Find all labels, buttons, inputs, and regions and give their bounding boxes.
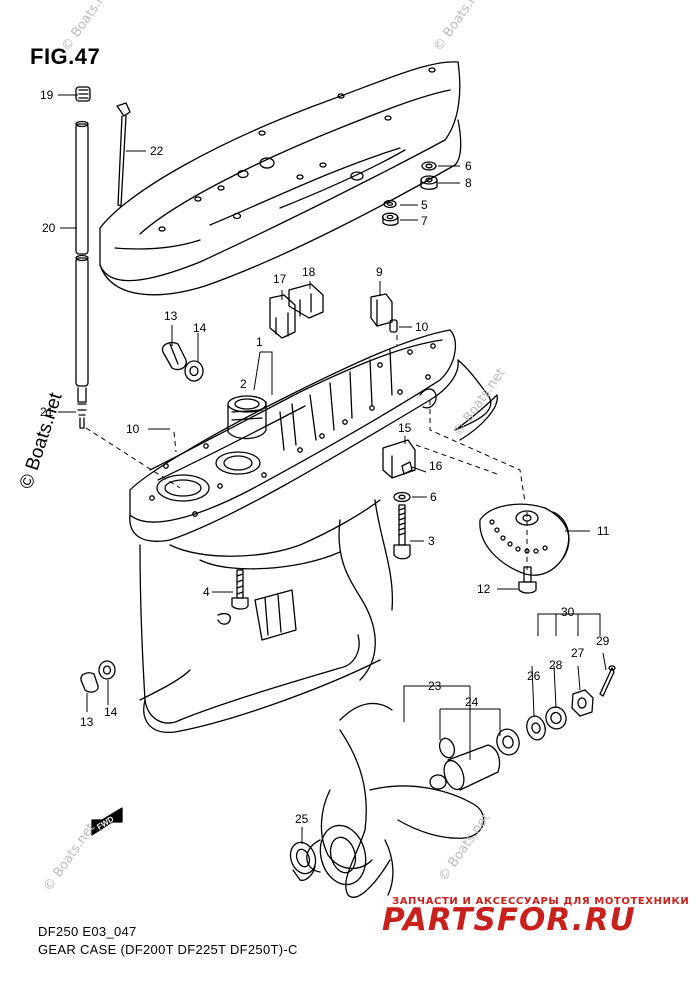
callout-6b: 6 xyxy=(430,490,437,504)
upper-cover xyxy=(99,61,462,296)
part-11-trim-tab xyxy=(479,503,570,576)
part-25-spacer xyxy=(289,841,317,881)
part-16-screw xyxy=(401,461,413,475)
callout-10b: 10 xyxy=(126,422,140,436)
fwd-arrow xyxy=(91,807,123,836)
callout-27: 27 xyxy=(571,646,585,660)
callout-10a: 10 xyxy=(415,320,429,334)
part-27-nut xyxy=(571,689,594,717)
callout-6a: 6 xyxy=(465,159,472,173)
shift-rod xyxy=(75,120,89,429)
part-9 xyxy=(370,293,393,327)
callout-14a: 14 xyxy=(193,321,207,335)
callout-7: 7 xyxy=(421,214,428,228)
callout-15: 15 xyxy=(398,421,412,435)
callout-16: 16 xyxy=(429,459,443,473)
callout-9: 9 xyxy=(376,265,383,279)
part-12-bolt xyxy=(518,566,537,594)
callout-2: 2 xyxy=(240,377,247,391)
brand-tagline: ЗАПЧАСТИ И АКСЕССУАРЫ ДЛЯ МОТОТЕХНИКИ xyxy=(392,896,690,907)
part-26-washer xyxy=(526,715,546,741)
part-24-bush xyxy=(429,728,520,791)
callout-13a: 13 xyxy=(164,309,178,323)
callout-8: 8 xyxy=(465,176,472,190)
callout-29: 29 xyxy=(596,634,610,648)
callout-24: 24 xyxy=(465,695,479,709)
part-6-lower-washer xyxy=(393,491,411,503)
part-4-bolt xyxy=(231,569,249,610)
callout-22: 22 xyxy=(150,144,164,158)
gear-case-housing xyxy=(129,329,498,733)
callout-28: 28 xyxy=(549,658,563,672)
part-29-cotter-pin xyxy=(599,665,616,697)
callout-3: 3 xyxy=(428,534,435,548)
callout-23: 23 xyxy=(428,679,442,693)
propeller xyxy=(306,729,485,898)
callout-21: 21 xyxy=(40,405,54,419)
callout-5: 5 xyxy=(421,198,428,212)
callout-30: 30 xyxy=(561,605,575,619)
callout-4: 4 xyxy=(203,585,210,599)
callout-17: 17 xyxy=(273,272,287,286)
callout-18: 18 xyxy=(302,265,316,279)
parts-17-18 xyxy=(269,283,324,339)
figure-code: DF250 E03_047 xyxy=(38,924,137,939)
part-19-pin xyxy=(75,86,91,102)
plug-13-14-upper xyxy=(161,341,204,382)
part-15-bracket xyxy=(382,439,416,479)
callout-25: 25 xyxy=(295,812,309,826)
figure-title: FIG.47 xyxy=(30,44,101,69)
brand-logo: PARTSFOR.RU xyxy=(382,902,636,938)
part-22-tie xyxy=(116,102,131,207)
callout-20: 20 xyxy=(42,221,56,235)
part-3-bolt xyxy=(393,504,411,560)
callout-1: 1 xyxy=(256,335,263,349)
callout-14b: 14 xyxy=(104,705,118,719)
part-28-spacer xyxy=(545,706,567,730)
callout-12: 12 xyxy=(477,582,491,596)
callout-26: 26 xyxy=(527,669,541,683)
callout-labels: 19 20 21 22 6 8 5 7 17 18 9 10 1 2 10 13… xyxy=(40,88,610,826)
callout-13b: 13 xyxy=(80,715,94,729)
figure-caption: GEAR CASE (DF200T DF225T DF250T)-C xyxy=(38,942,298,957)
washers-nuts xyxy=(381,161,438,226)
plug-13-14-lower xyxy=(80,660,116,693)
callout-11: 11 xyxy=(597,524,610,538)
callout-19: 19 xyxy=(40,88,54,102)
